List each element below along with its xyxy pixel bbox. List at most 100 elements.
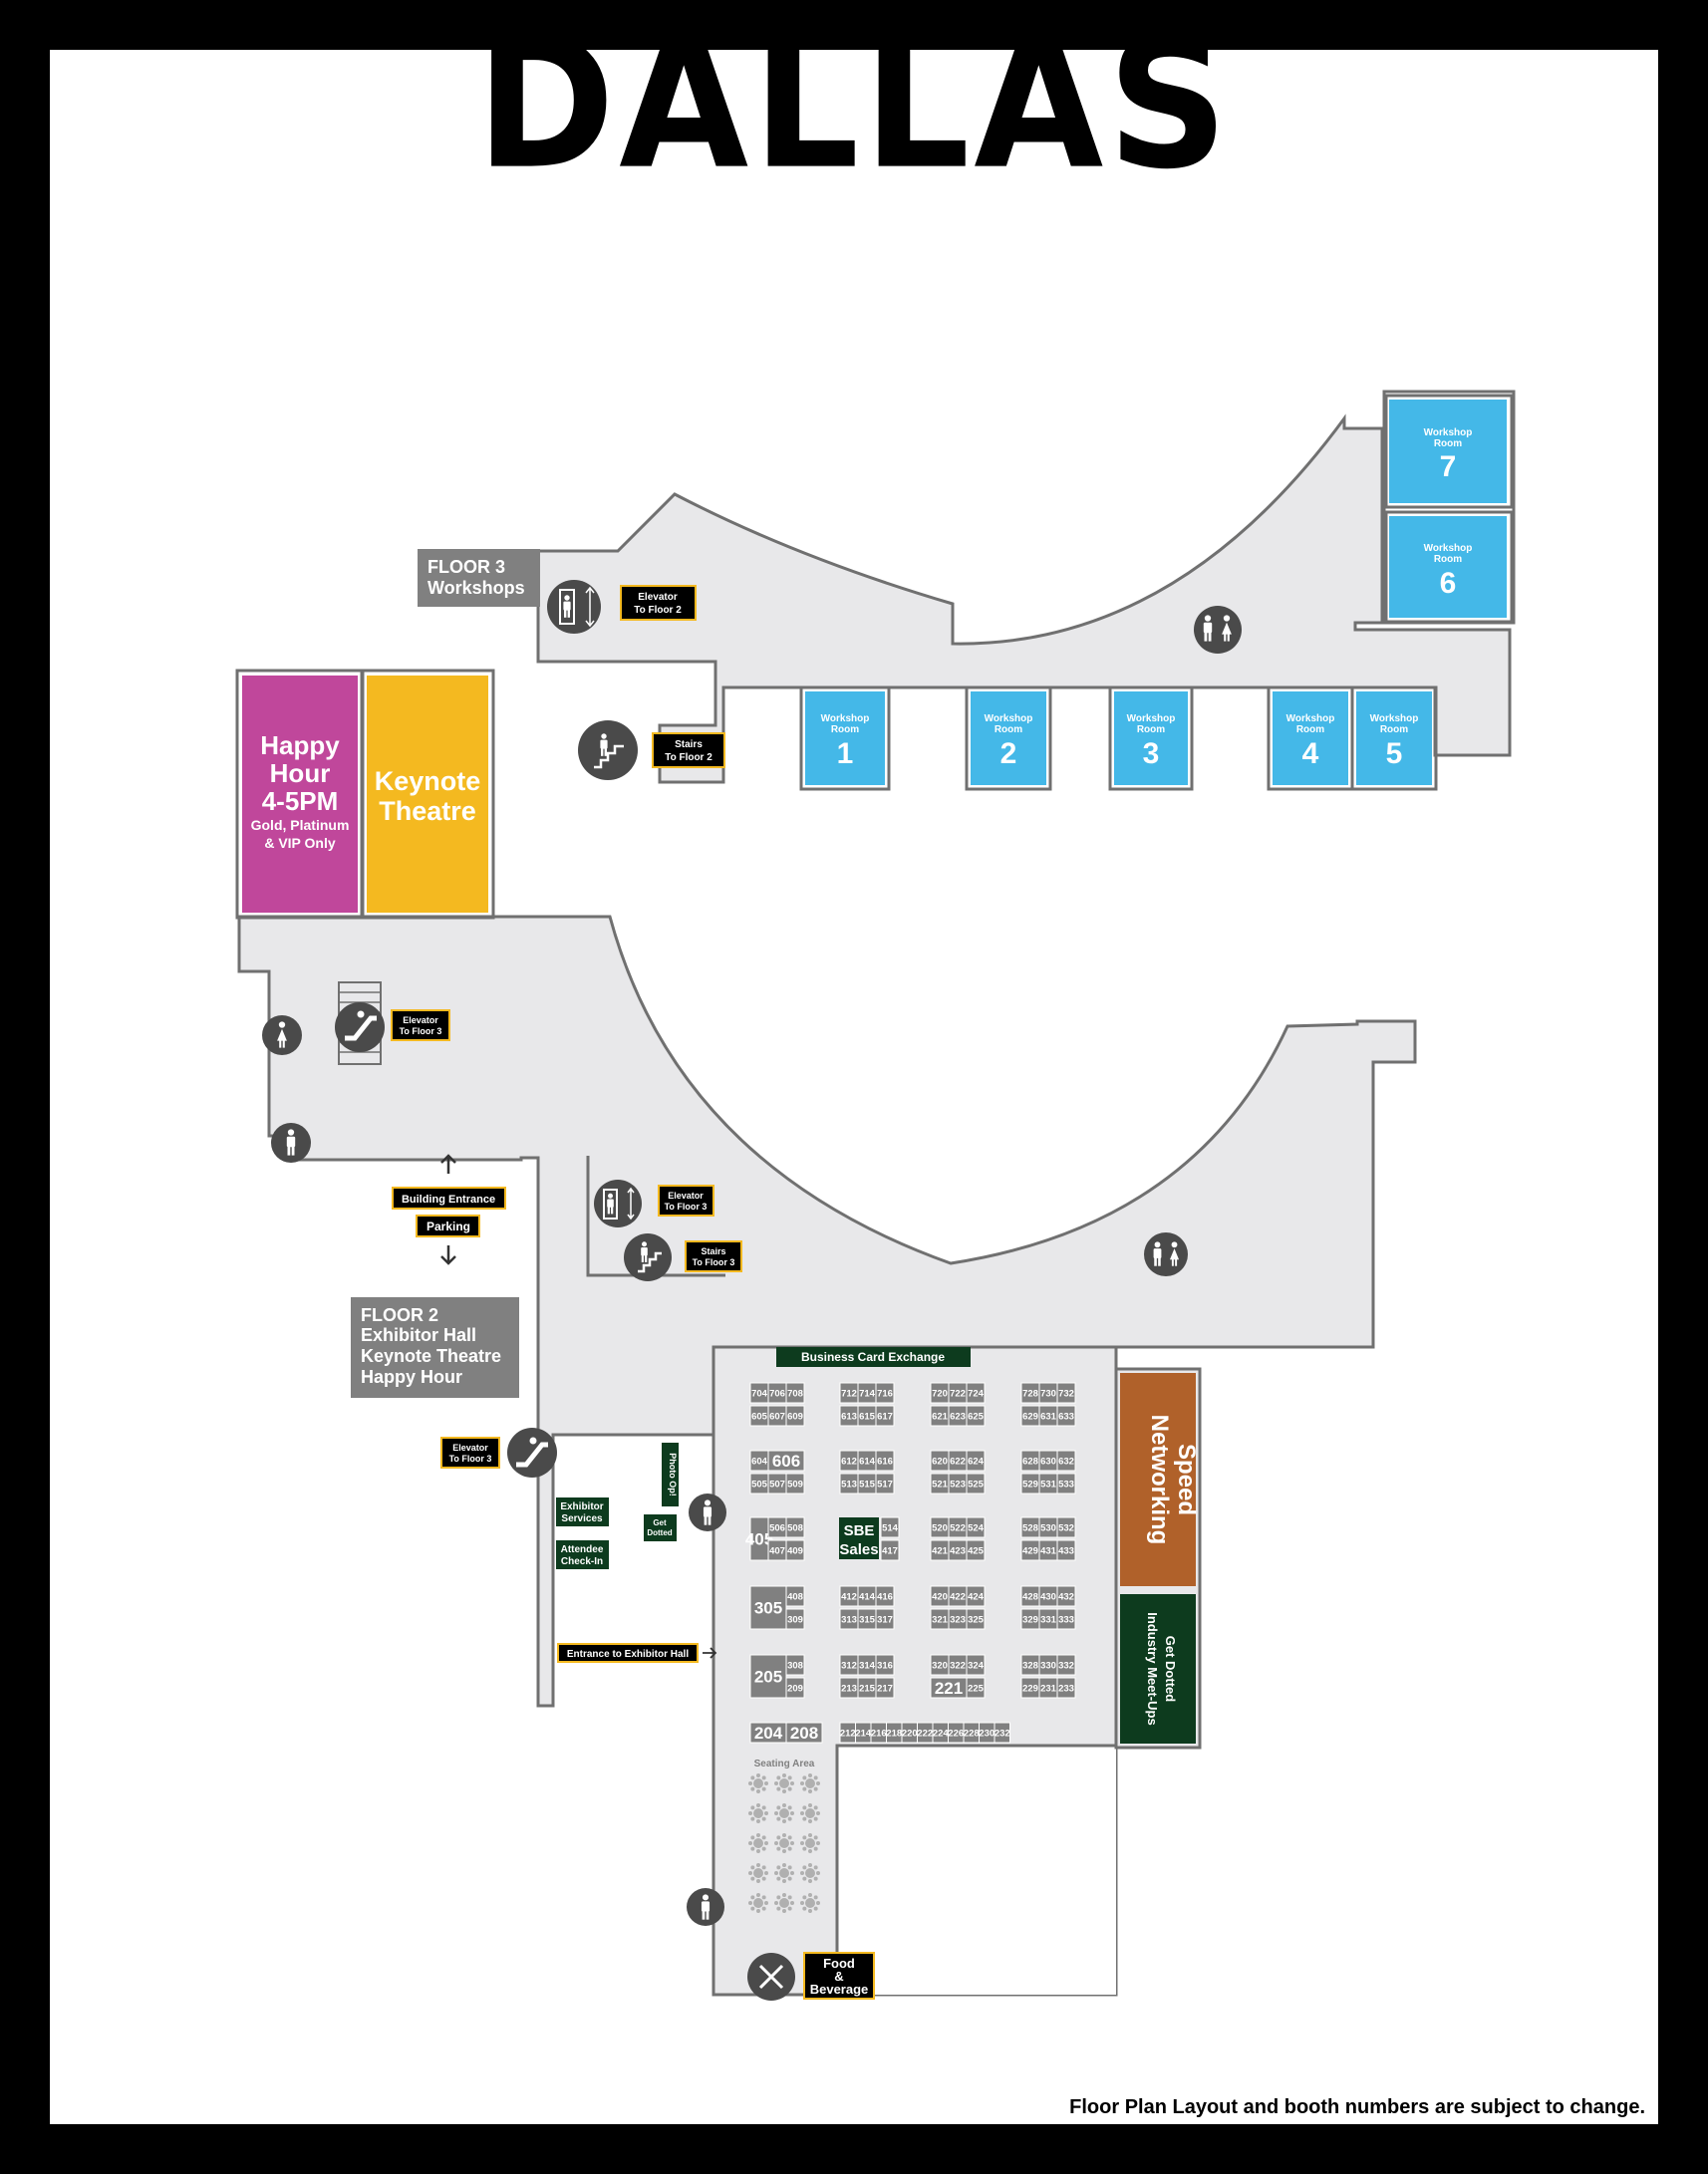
booth-212[interactable]: 212 (839, 1722, 856, 1744)
restroom-floor3[interactable] (1194, 606, 1242, 654)
booth-428[interactable]: 428 (1020, 1585, 1040, 1607)
workshop-room-2[interactable]: Workshop Room 2 (965, 685, 1052, 791)
booth-606[interactable]: 606 (767, 1450, 805, 1472)
booth-623[interactable]: 623 (948, 1405, 968, 1427)
booth-505[interactable]: 505 (749, 1473, 769, 1495)
booth-320[interactable]: 320 (930, 1654, 950, 1676)
booth-220[interactable]: 220 (901, 1722, 918, 1744)
booth-221[interactable]: 221 (930, 1677, 968, 1699)
booth-732[interactable]: 732 (1056, 1382, 1076, 1404)
booth-724[interactable]: 724 (966, 1382, 986, 1404)
workshop-room-7[interactable]: Workshop Room 7 (1384, 394, 1514, 509)
booth-532[interactable]: 532 (1056, 1516, 1076, 1538)
booth-204[interactable]: 204 (749, 1722, 787, 1744)
booth-314[interactable]: 314 (857, 1654, 877, 1676)
booth-712[interactable]: 712 (839, 1382, 859, 1404)
speed-networking[interactable]: Speed Networking (1120, 1373, 1200, 1586)
booth-708[interactable]: 708 (785, 1382, 805, 1404)
booth-506[interactable]: 506 (767, 1516, 787, 1538)
booth-432[interactable]: 432 (1056, 1585, 1076, 1607)
booth-422[interactable]: 422 (948, 1585, 968, 1607)
booth-604[interactable]: 604 (749, 1450, 769, 1472)
booth-420[interactable]: 420 (930, 1585, 950, 1607)
booth-324[interactable]: 324 (966, 1654, 986, 1676)
booth-325[interactable]: 325 (966, 1608, 986, 1630)
booth-520[interactable]: 520 (930, 1516, 950, 1538)
booth-208[interactable]: 208 (785, 1722, 823, 1744)
booth-720[interactable]: 720 (930, 1382, 950, 1404)
booth-315[interactable]: 315 (857, 1608, 877, 1630)
booth-226[interactable]: 226 (948, 1722, 965, 1744)
booth-620[interactable]: 620 (930, 1450, 950, 1472)
workshop-room-3[interactable]: Workshop Room 3 (1108, 685, 1194, 791)
booth-232[interactable]: 232 (994, 1722, 1010, 1744)
booth-417[interactable]: 417 (880, 1539, 900, 1561)
booth-625[interactable]: 625 (966, 1405, 986, 1427)
booth-408[interactable]: 408 (785, 1585, 805, 1607)
booth-513[interactable]: 513 (839, 1473, 859, 1495)
booth-316[interactable]: 316 (875, 1654, 895, 1676)
booth-225[interactable]: 225 (966, 1677, 986, 1699)
workshop-room-6[interactable]: Workshop Room 6 (1384, 510, 1514, 624)
booth-523[interactable]: 523 (948, 1473, 968, 1495)
booth-333[interactable]: 333 (1056, 1608, 1076, 1630)
business-card-exchange[interactable]: Business Card Exchange (776, 1347, 971, 1367)
booth-631[interactable]: 631 (1038, 1405, 1058, 1427)
booth-624[interactable]: 624 (966, 1450, 986, 1472)
booth-423[interactable]: 423 (948, 1539, 968, 1561)
booth-517[interactable]: 517 (875, 1473, 895, 1495)
booth-621[interactable]: 621 (930, 1405, 950, 1427)
booth-309[interactable]: 309 (785, 1608, 805, 1630)
booth-706[interactable]: 706 (767, 1382, 787, 1404)
booth-521[interactable]: 521 (930, 1473, 950, 1495)
booth-529[interactable]: 529 (1020, 1473, 1040, 1495)
booth-218[interactable]: 218 (886, 1722, 903, 1744)
booth-524[interactable]: 524 (966, 1516, 986, 1538)
booth-507[interactable]: 507 (767, 1473, 787, 1495)
photo-op[interactable]: Photo Op! (662, 1443, 679, 1506)
get-dotted-booth[interactable]: Get Dotted (644, 1514, 677, 1541)
booth-509[interactable]: 509 (785, 1473, 805, 1495)
booth-633[interactable]: 633 (1056, 1405, 1076, 1427)
booth-632[interactable]: 632 (1056, 1450, 1076, 1472)
booth-215[interactable]: 215 (857, 1677, 877, 1699)
booth-224[interactable]: 224 (932, 1722, 950, 1744)
parking-sign[interactable]: Parking (416, 1215, 480, 1265)
booth-308[interactable]: 308 (785, 1654, 805, 1676)
escalator-floor2-lower[interactable] (507, 1428, 557, 1478)
food-beverage[interactable]: Food & Beverage (747, 1952, 875, 2001)
exhibitor-services[interactable]: Exhibitor Services (556, 1497, 609, 1526)
happy-hour-room[interactable]: Happy Hour 4-5PM Gold, Platinum & VIP On… (235, 669, 365, 920)
booth-528[interactable]: 528 (1020, 1516, 1040, 1538)
building-entrance-sign[interactable]: Building Entrance (392, 1154, 506, 1210)
stairs-floor3[interactable] (578, 720, 638, 780)
booth-407[interactable]: 407 (767, 1539, 787, 1561)
booth-322[interactable]: 322 (948, 1654, 968, 1676)
booth-332[interactable]: 332 (1056, 1654, 1076, 1676)
booth-728[interactable]: 728 (1020, 1382, 1040, 1404)
booth-431[interactable]: 431 (1038, 1539, 1058, 1561)
booth-614[interactable]: 614 (857, 1450, 877, 1472)
booth-328[interactable]: 328 (1020, 1654, 1040, 1676)
attendee-check-in[interactable]: Attendee Check-In (556, 1540, 609, 1569)
stairs-to-floor3[interactable] (624, 1233, 672, 1281)
booth-714[interactable]: 714 (857, 1382, 877, 1404)
booth-329[interactable]: 329 (1020, 1608, 1040, 1630)
booth-617[interactable]: 617 (875, 1405, 895, 1427)
booth-508[interactable]: 508 (785, 1516, 805, 1538)
booth-730[interactable]: 730 (1038, 1382, 1058, 1404)
booth-231[interactable]: 231 (1038, 1677, 1058, 1699)
booth-228[interactable]: 228 (963, 1722, 980, 1744)
booth-522[interactable]: 522 (948, 1516, 968, 1538)
booth-530[interactable]: 530 (1038, 1516, 1058, 1538)
booth-213[interactable]: 213 (839, 1677, 859, 1699)
booth-722[interactable]: 722 (948, 1382, 968, 1404)
workshop-room-5[interactable]: Workshop Room 5 (1350, 685, 1438, 791)
booth-429[interactable]: 429 (1020, 1539, 1040, 1561)
booth-205[interactable]: 205 (749, 1654, 787, 1699)
booth-412[interactable]: 412 (839, 1585, 859, 1607)
elevator-to-floor3[interactable] (594, 1180, 642, 1227)
booth-222[interactable]: 222 (917, 1722, 934, 1744)
booth-305[interactable]: 305 (749, 1585, 787, 1630)
industry-meet-ups[interactable]: Get Dotted Industry Meet-Ups (1120, 1594, 1196, 1744)
